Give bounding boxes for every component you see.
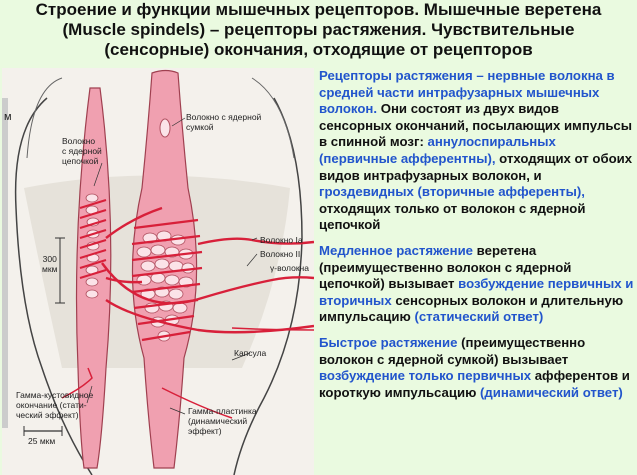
label-gamma-plate: Гамма-пластинка (динамический эффект) [188, 406, 257, 436]
chain-nuclei [85, 193, 100, 299]
p1-c: Они состоят из двух видов сенсорных окон… [319, 101, 633, 150]
paragraph-fast-stretch: Быстрое растяжение (преимущественно воло… [319, 335, 635, 401]
capsule-right-outline [233, 97, 303, 475]
side-label-m: м [4, 111, 12, 123]
p1-e: отходящих от обоих видов интрафузарных в… [319, 150, 633, 183]
label-gamma-fibers: γ-волокна [270, 263, 309, 273]
fiber-2b [105, 299, 314, 334]
p3-b: (преимущественно волокон с ядерной сумко… [319, 334, 586, 367]
gamma-plate-fiber [161, 387, 233, 419]
slide-title: Строение и функции мышечных рецепторов. … [0, 0, 637, 60]
p1-d: аннулоспиральных (первичные афферентны), [319, 134, 556, 166]
p2-b: веретена (преимущественно волокон с ядер… [319, 242, 572, 292]
label-capsule: Капсула [234, 348, 267, 358]
label-fiber-ia: Волокно Ia [260, 235, 303, 245]
fiber-ii [101, 262, 314, 305]
side-bar [2, 98, 8, 428]
spindle-illustration [2, 69, 314, 475]
gamma-bush-fiber [61, 367, 93, 399]
label-leaders [86, 117, 258, 415]
bag-top-nucleus [159, 118, 171, 138]
title-line-1: Строение и функции мышечных рецепторов. … [35, 0, 602, 19]
p3-d: афферентов и короткую импульсацию [319, 368, 630, 400]
label-scale-25: 25 мкм [28, 436, 56, 446]
p2-e: (статический ответ) [414, 309, 544, 325]
capsule-left-outline [14, 97, 93, 475]
p3-e: (динамический ответ) [480, 384, 623, 400]
capsule-top-right [251, 77, 295, 159]
label-scale-300: 300 мкм [42, 254, 58, 274]
p3-c: возбуждение только первичных [319, 368, 532, 384]
p2-a: Медленное растяжение [319, 242, 474, 258]
label-nuclear-bag-fiber: Волокно с ядерной сумкой [186, 112, 262, 132]
p2-d: сенсорных волокон и длительную импульсац… [319, 292, 624, 325]
title-line-3: (сенсорные) окончания, отходящие от реце… [104, 40, 533, 59]
p1-g: отходящих только от волокон с ядерной це… [319, 200, 586, 233]
nuclear-bag-fiber [131, 69, 198, 469]
capsule-top-left [26, 77, 63, 159]
label-nuclear-chain-fiber: Волокно с ядерной цепочкой [62, 136, 102, 166]
label-fiber-ii: Волокно II [260, 249, 301, 259]
gamma-fibers [61, 327, 314, 419]
title-line-2: (Muscle spindels) – рецепторы растяжения… [62, 20, 575, 39]
p2-c: возбуждение первичных и вторичных [319, 276, 634, 308]
chain-annulospiral-ending [79, 199, 107, 279]
paragraph-slow-stretch: Медленное растяжение веретена (преимущес… [319, 243, 635, 326]
p3-a: Быстрое растяжение [319, 334, 458, 350]
label-gamma-bush: Гамма-кустовидное окончание (стати- ческ… [16, 390, 94, 420]
p1-f: гроздевидных (вторичные афференты), [319, 184, 585, 200]
paragraph-stretch-receptors: Рецепторы растяжения – нервные волокна в… [319, 68, 635, 234]
p1-b: нервные волокна в средней части интрафуз… [319, 68, 615, 117]
description-text: Рецепторы растяжения – нервные волокна в… [319, 68, 635, 410]
p1-a: Рецепторы растяжения – [319, 68, 488, 83]
muscle-spindle-diagram: м Волокно с ядерной цепочкой Волокно с я… [2, 68, 314, 475]
